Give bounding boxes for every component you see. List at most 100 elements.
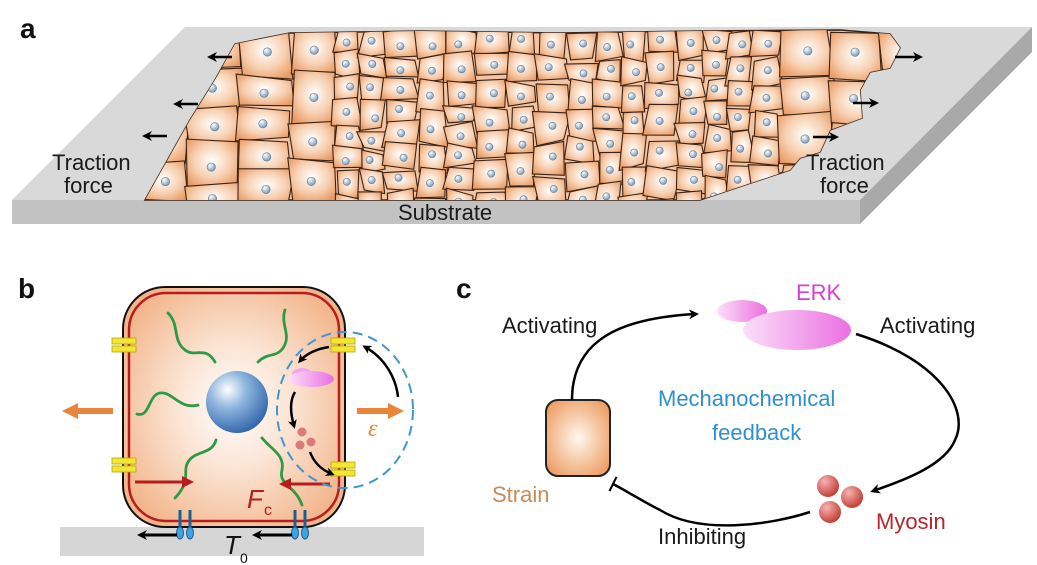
- cell-nucleus: [713, 134, 722, 142]
- cell-nucleus: [396, 42, 405, 51]
- cell-nucleus: [686, 39, 695, 47]
- cell-nucleus: [517, 92, 525, 101]
- actin-filament: [135, 391, 200, 416]
- myosin-icon: [295, 427, 316, 450]
- epithelial-cell: [531, 175, 567, 200]
- cell-nucleus: [366, 83, 374, 92]
- cell-nucleus: [206, 162, 216, 172]
- cell-nucleus: [395, 105, 403, 113]
- epithelial-cell: [877, 30, 900, 79]
- cell-nucleus: [713, 112, 722, 121]
- cell-nucleus: [454, 175, 463, 183]
- cell-nucleus: [579, 195, 587, 200]
- feedback-label-line2: feedback: [712, 420, 802, 445]
- loop-arrow: [288, 391, 297, 429]
- substrate-label: Substrate: [398, 200, 492, 225]
- contractile-force-subscript: c: [264, 502, 272, 519]
- panel-a: a Traction force Traction force Substrat…: [12, 13, 1032, 225]
- cell-nucleus: [734, 87, 743, 96]
- epithelial-cell: [504, 186, 540, 200]
- cell-nucleus: [454, 197, 463, 200]
- cell-nucleus: [457, 113, 466, 122]
- cell-nucleus: [850, 47, 860, 57]
- cell-nucleus: [762, 118, 771, 127]
- cell-nucleus: [394, 173, 403, 182]
- cell-nucleus: [210, 122, 220, 132]
- cell-nucleus: [490, 89, 498, 98]
- cell-nucleus: [365, 156, 374, 164]
- panel-a-label: a: [20, 13, 36, 44]
- cell-nucleus: [690, 175, 698, 184]
- erk-icon: [288, 371, 334, 387]
- inhibiting-arrow: [608, 476, 811, 527]
- cell-nucleus: [733, 113, 742, 122]
- strain-label: Strain: [492, 482, 549, 507]
- cell-nucleus: [762, 94, 771, 102]
- epithelial-cell: [703, 100, 728, 125]
- cell-nucleus: [764, 149, 772, 158]
- cell-nucleus: [712, 60, 720, 69]
- cell-nucleus: [580, 170, 589, 179]
- cell-nucleus: [684, 88, 693, 97]
- feedback-loop-circle: [276, 331, 414, 489]
- left-traction-label-1: Traction: [52, 150, 131, 175]
- panel-c-label: c: [456, 273, 472, 304]
- cell-nucleus: [630, 148, 639, 157]
- cell-nucleus: [626, 40, 635, 49]
- traction-symbol: T: [224, 530, 242, 560]
- actin-filament: [166, 311, 217, 364]
- erk-label: ERK: [796, 280, 842, 305]
- cell-nucleus: [659, 176, 668, 185]
- cell-nucleus: [655, 117, 664, 125]
- cell-nucleus: [160, 177, 170, 187]
- cell-nucleus: [428, 150, 436, 159]
- cell-nucleus: [544, 63, 553, 72]
- cell-nucleus: [258, 119, 268, 129]
- cell-nucleus: [579, 39, 588, 48]
- cell-nucleus: [733, 175, 742, 184]
- actin-filament: [256, 308, 288, 364]
- cell-nucleus: [428, 66, 436, 75]
- cell-nucleus: [342, 38, 351, 47]
- cell-nucleus: [630, 116, 639, 125]
- loop-arrow: [362, 345, 400, 398]
- cell-nucleus: [627, 178, 636, 186]
- epithelial-cell: [332, 144, 366, 169]
- cell-nucleus: [426, 125, 435, 134]
- cell-nucleus: [602, 192, 611, 200]
- epithelial-cell: [361, 149, 386, 175]
- cell-nucleus: [689, 150, 697, 159]
- epithelial-cell: [535, 83, 571, 116]
- traction-subscript: 0: [240, 550, 248, 565]
- activating-arrow-left: [570, 309, 699, 401]
- cell-nucleus: [549, 185, 558, 193]
- epithelial-cell: [642, 198, 676, 200]
- cell-nucleus: [655, 146, 664, 155]
- cell-nucleus: [519, 195, 528, 200]
- epithelial-cell: [748, 135, 781, 167]
- cell-nucleus: [457, 65, 466, 74]
- contractile-force-symbol: F: [247, 484, 265, 514]
- cell-nucleus: [606, 139, 615, 148]
- cell-nucleus: [603, 43, 612, 51]
- cell-nucleus: [342, 108, 351, 116]
- cell-nucleus: [763, 66, 772, 75]
- panel-b: b: [18, 273, 424, 565]
- cell-nucleus: [607, 64, 615, 73]
- cell-nucleus: [262, 47, 272, 57]
- junction-icon: [111, 337, 137, 353]
- cell-nucleus: [516, 167, 525, 175]
- cell-nucleus: [800, 91, 810, 101]
- cell-nucleus: [579, 69, 588, 78]
- cell-nucleus: [367, 36, 376, 45]
- cell-nucleus: [655, 89, 663, 97]
- cell-nucleus: [764, 39, 773, 48]
- junction-icon: [111, 457, 137, 473]
- integrin-icon: [176, 510, 194, 540]
- cell-nucleus: [342, 177, 351, 186]
- loop-arrow: [308, 451, 335, 476]
- epithelial-cell: [357, 191, 382, 200]
- cell-nucleus: [715, 163, 724, 172]
- cell-nucleus: [261, 184, 271, 194]
- epithelial-cell: [675, 190, 703, 200]
